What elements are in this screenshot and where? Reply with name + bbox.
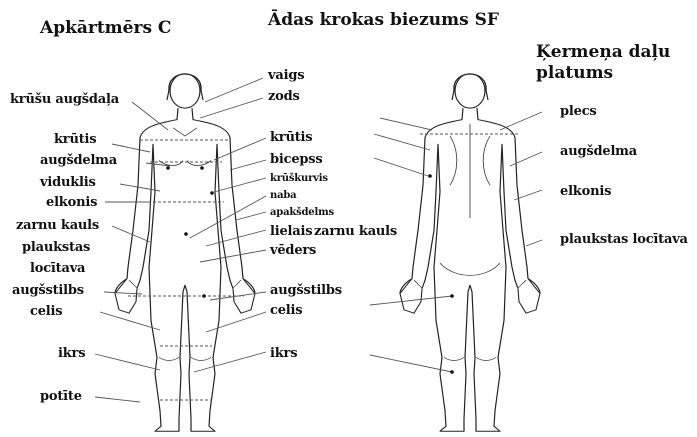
label-sf-thigh: augšstilbs [270, 283, 342, 298]
label-upper-arm: augšdelma [40, 153, 117, 168]
front-right-leader-lines [190, 78, 266, 372]
label-iliac-1: lielais [270, 224, 312, 239]
label-shoulder: plecs [560, 104, 597, 119]
label-cheek: vaigs [268, 68, 304, 83]
label-iliac-2: zarnu kauls [314, 224, 397, 239]
label-thigh: augšstilbs [12, 283, 84, 298]
label-waist: viduklis [40, 175, 96, 190]
label-w-wrist: plaukstas locītava [560, 232, 688, 247]
back-measurement-points [428, 174, 454, 374]
label-wrist-1: plaukstas [22, 240, 90, 255]
front-left-leader-lines [95, 102, 170, 402]
label-wrist-2: locītava [30, 261, 85, 276]
label-biceps: bicepss [270, 152, 323, 167]
label-w-elbow: elkonis [560, 184, 611, 199]
label-abdomen: vēders [270, 243, 316, 258]
label-upper-chest: krūšu augšdaļa [10, 92, 119, 107]
label-w-upper-arm: augšdelma [560, 144, 637, 159]
label-chin: zods [268, 89, 300, 104]
label-elbow: elkonis [46, 195, 97, 210]
widths-heading-line2: platums [536, 63, 613, 83]
label-thorax: krūškurvis [270, 173, 328, 185]
label-knee: celis [30, 304, 62, 319]
label-sf-knee: celis [270, 303, 302, 318]
label-hip: zarnu kauls [16, 218, 99, 233]
front-body-figure [115, 74, 255, 432]
label-forearm: apakšdelms [270, 207, 334, 219]
label-calf: ikrs [58, 346, 85, 361]
label-ankle: potīte [40, 389, 82, 404]
label-navel: naba [270, 190, 296, 202]
front-measurement-lines [128, 140, 244, 400]
label-chest: krūtis [54, 132, 96, 147]
skinfold-heading: Ādas krokas biezums SF [268, 10, 499, 30]
label-sf-chest: krūtis [270, 130, 312, 145]
front-measurement-points [166, 166, 214, 298]
label-sf-calf: ikrs [270, 346, 297, 361]
widths-heading-line1: Ķermeņa daļu [536, 42, 670, 62]
circumference-heading: Apkārtmērs C [40, 18, 171, 38]
